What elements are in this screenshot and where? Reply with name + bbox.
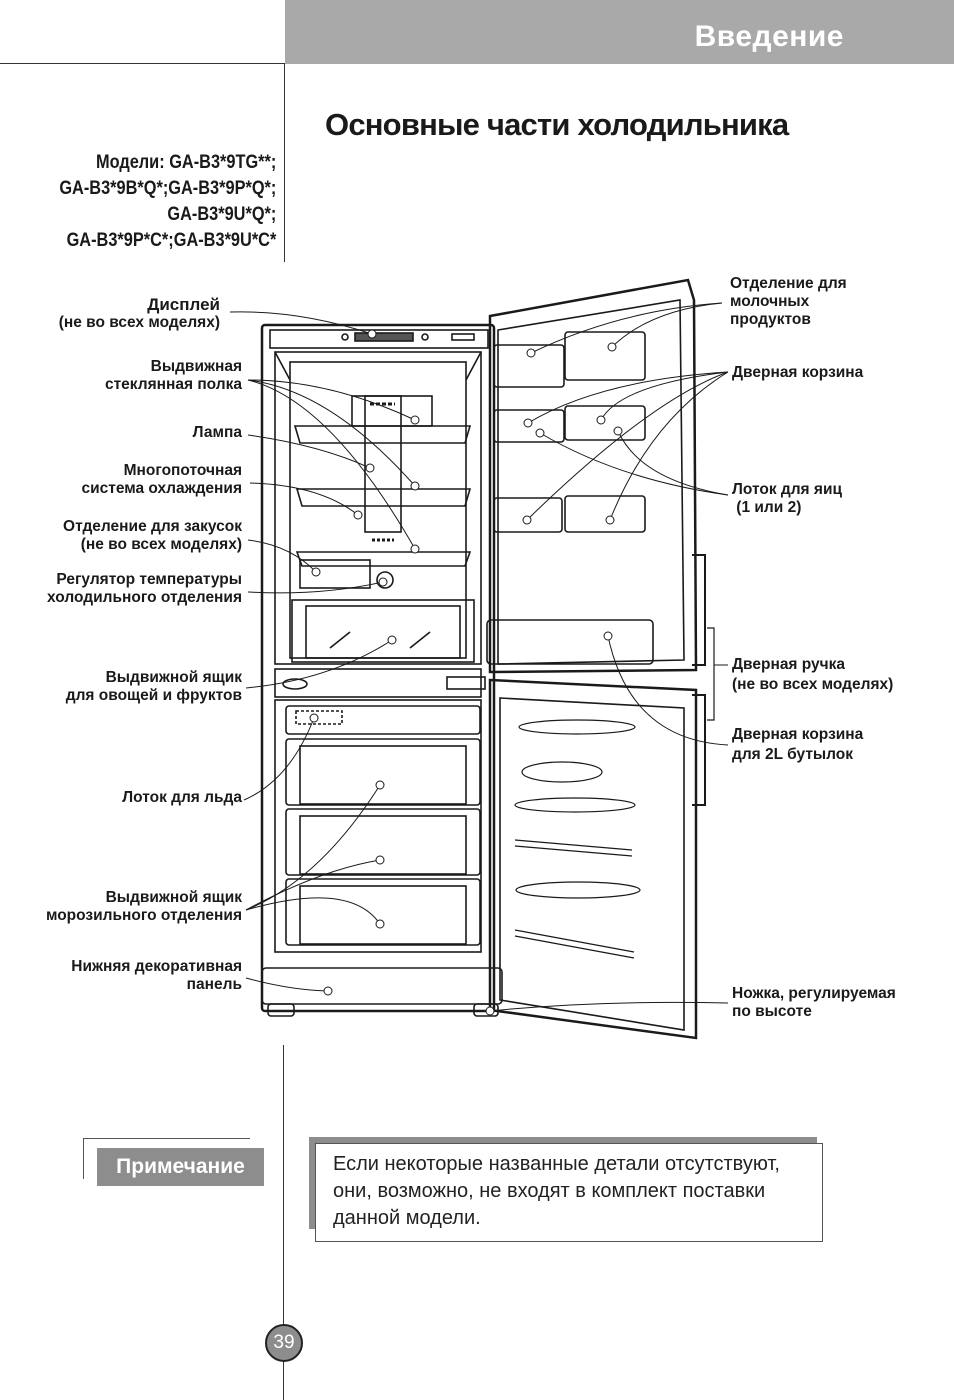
fridge-door bbox=[488, 278, 698, 674]
label-egg-tray: Лоток для яиц (1 или 2) bbox=[732, 481, 842, 517]
header-band bbox=[285, 0, 954, 64]
label-display: Дисплей (не во всех моделях) bbox=[59, 296, 220, 332]
label-line: Отделение для закусок bbox=[63, 518, 242, 535]
label-line: (1 или 2) bbox=[732, 499, 802, 516]
label-lamp: Лампа bbox=[193, 424, 242, 442]
note-label-outline bbox=[83, 1138, 250, 1179]
label-multiflow: Многопоточная система охлаждения bbox=[81, 462, 242, 498]
top-rule bbox=[0, 63, 285, 64]
label-line: Лоток для льда bbox=[122, 789, 242, 806]
label-line: Дисплей bbox=[147, 295, 220, 314]
label-line: Многопоточная bbox=[123, 462, 242, 479]
fridge-compartment bbox=[274, 351, 482, 665]
label-door-handle: Дверная ручка (не во всех моделях) bbox=[732, 656, 893, 694]
page-title: Основные части холодильника bbox=[325, 107, 789, 142]
freezer-door bbox=[488, 678, 698, 1040]
label-line: Дверная корзина bbox=[732, 364, 864, 381]
model-line: Модели: GA-B3*9TG**; bbox=[95, 152, 276, 173]
label-line: для овощей и фруктов bbox=[65, 687, 242, 704]
fridge-illustration bbox=[229, 278, 729, 1040]
label-temp-control: Регулятор температуры холодильного отдел… bbox=[47, 571, 242, 607]
label-bottom-panel: Нижняя декоративная панель bbox=[71, 958, 242, 994]
freezer-compartment bbox=[274, 699, 482, 953]
label-line: Нижняя декоративная bbox=[71, 958, 242, 975]
label-door-basket: Дверная корзина bbox=[732, 364, 863, 382]
label-crisper: Выдвижной ящик для овощей и фруктов bbox=[66, 669, 242, 705]
label-line: морозильного отделения bbox=[45, 907, 242, 924]
label-line: Дверная ручка bbox=[732, 656, 846, 673]
model-line: GA-B3*9B*Q*;GA-B3*9P*Q*; bbox=[58, 178, 276, 199]
freezer-door-slots bbox=[514, 719, 641, 959]
section-title: Введение bbox=[694, 20, 844, 53]
label-line: стеклянная полка bbox=[104, 376, 242, 393]
label-line: Дверная корзина bbox=[732, 726, 864, 743]
crisper-drawer bbox=[291, 599, 475, 663]
display-screen bbox=[354, 332, 414, 342]
label-glass-shelf: Выдвижная стеклянная полка bbox=[105, 358, 242, 394]
label-line: система охлаждения bbox=[81, 480, 242, 497]
model-list: Модели: GA-B3*9TG**; GA-B3*9B*Q*;GA-B3*9… bbox=[59, 150, 276, 254]
model-line: GA-B3*9U*Q*; bbox=[167, 204, 276, 225]
label-line: Выдвижной ящик bbox=[105, 889, 242, 906]
note-box bbox=[315, 1143, 823, 1242]
label-line: молочных bbox=[730, 293, 810, 310]
label-line: для 2L бутылок bbox=[732, 746, 854, 763]
adjustable-foot bbox=[267, 1003, 295, 1017]
fridge-cabinet bbox=[260, 323, 496, 1013]
display-panel bbox=[269, 329, 489, 349]
label-adjustable-foot: Ножка, регулируемая по высоте bbox=[732, 985, 896, 1021]
label-line: Выдвижная bbox=[150, 358, 242, 375]
temperature-dial bbox=[376, 571, 394, 589]
label-line: продуктов bbox=[730, 311, 811, 328]
label-line: по высоте bbox=[732, 1003, 812, 1020]
label-line: Регулятор температуры bbox=[56, 571, 242, 588]
door-handle bbox=[692, 554, 706, 666]
label-bottle-basket: Дверная корзина для 2L бутылок bbox=[732, 726, 863, 764]
note-label: Примечание bbox=[97, 1148, 264, 1186]
column-rule bbox=[283, 1045, 284, 1400]
label-snack: Отделение для закусок (не во всех моделя… bbox=[63, 518, 242, 554]
note-text: Если некоторые названные детали отсутств… bbox=[333, 1153, 780, 1229]
label-line: холодильного отделения bbox=[47, 589, 242, 606]
door-bins bbox=[486, 331, 654, 665]
label-line: (не во всех моделях) bbox=[80, 536, 242, 553]
freezer-drawers bbox=[285, 738, 481, 946]
label-ice-tray: Лоток для льда bbox=[122, 789, 242, 807]
bottom-panel bbox=[261, 967, 503, 1005]
ice-tray bbox=[285, 705, 481, 735]
model-line: GA-B3*9P*C*;GA-B3*9U*C* bbox=[66, 230, 276, 251]
label-line: (не во всех моделях) bbox=[732, 676, 894, 693]
leader-lines bbox=[229, 302, 729, 1016]
label-line: Лампа bbox=[192, 424, 242, 441]
label-line: Отделение для bbox=[730, 275, 847, 292]
label-line: Лоток для яиц bbox=[732, 481, 843, 498]
label-freezer-drawer: Выдвижной ящик морозильного отделения bbox=[46, 889, 242, 925]
label-dairy: Отделение для молочных продуктов bbox=[730, 275, 847, 329]
page-number: 39 bbox=[265, 1324, 303, 1362]
label-line: Выдвижной ящик bbox=[105, 669, 242, 686]
label-line: (не во всех моделях) bbox=[58, 314, 220, 331]
column-rule bbox=[284, 64, 285, 262]
label-line: панель bbox=[186, 976, 242, 993]
snack-drawer bbox=[299, 559, 371, 589]
label-line: Ножка, регулируемая bbox=[732, 985, 896, 1002]
